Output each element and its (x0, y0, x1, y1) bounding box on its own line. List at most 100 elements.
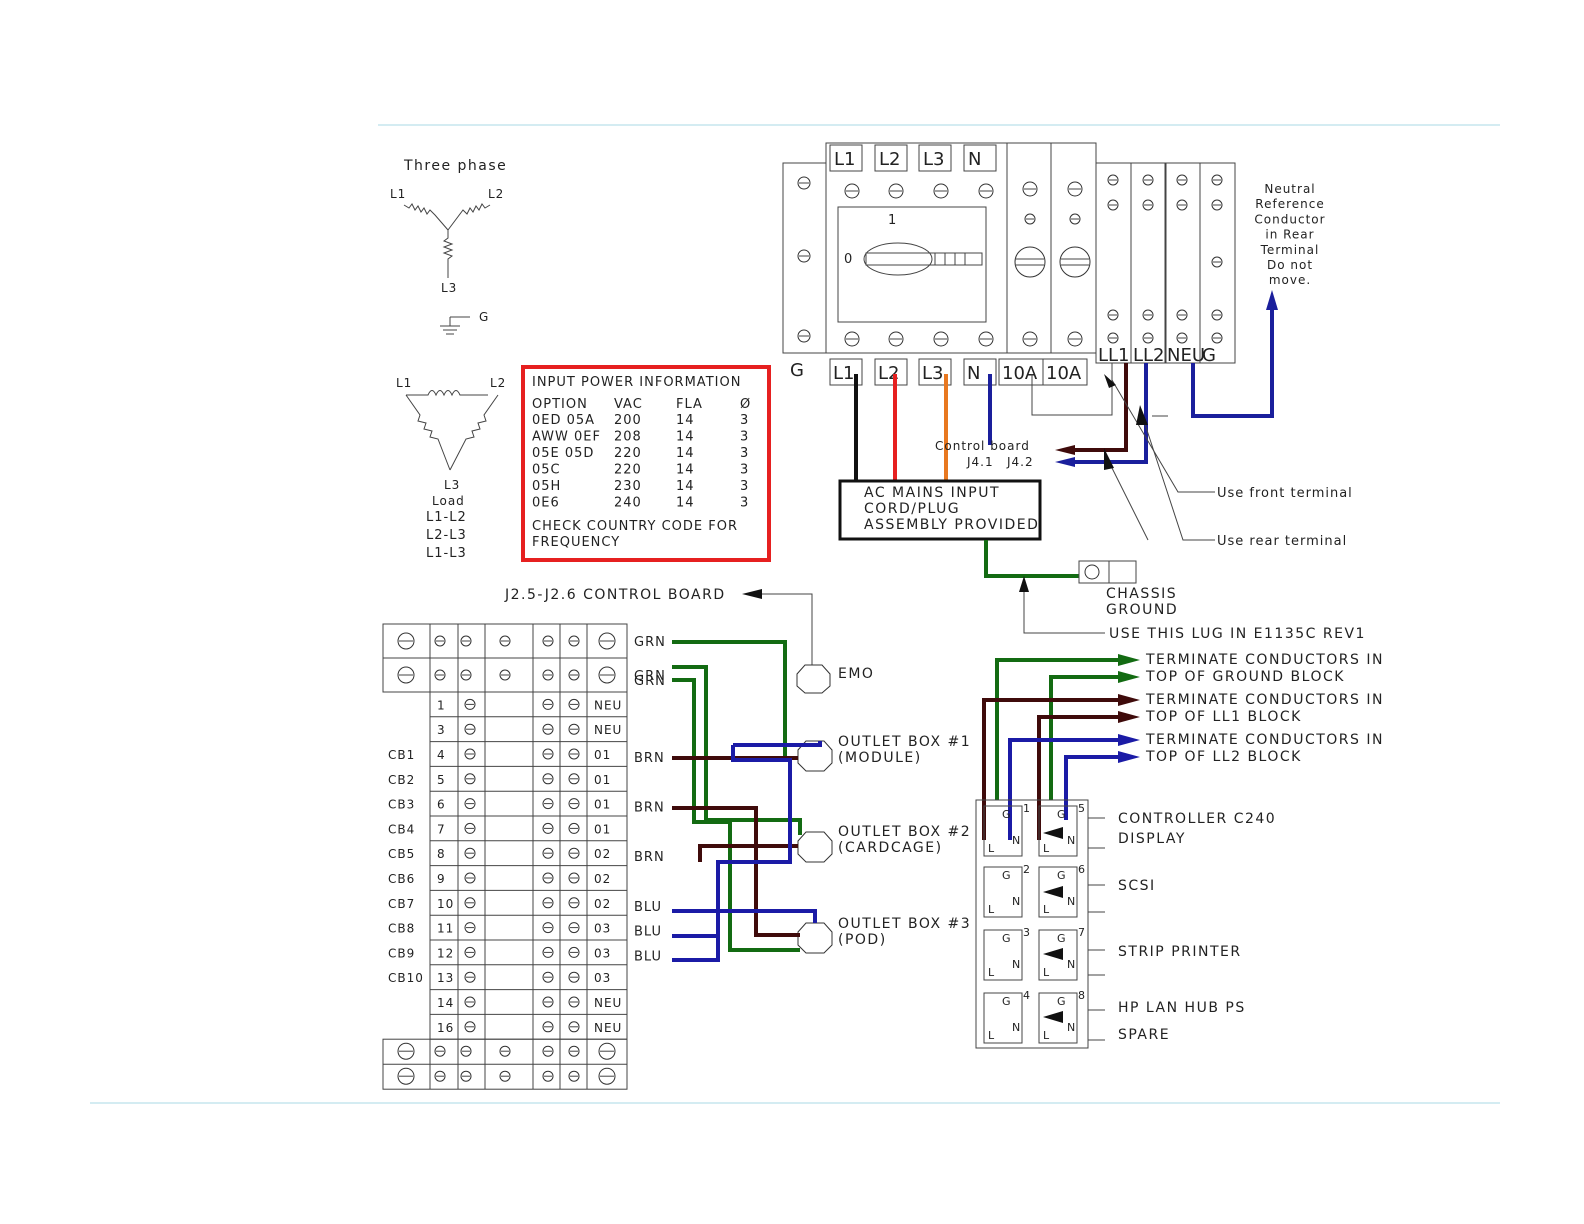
terminal-output: 01 (594, 773, 611, 787)
neutral-note-line: Neutral (1264, 182, 1315, 196)
delta-load-1: L1-L2 (426, 510, 467, 525)
power-info-cell: 14 (676, 413, 695, 428)
terminal-wire-label: BLU (634, 949, 662, 964)
pin-g: G (1057, 932, 1066, 945)
panel-device-label: DISPLAY (1118, 831, 1186, 847)
breaker-10a-1[interactable] (1014, 246, 1046, 278)
terminal-output: 01 (594, 748, 611, 762)
pin-n: N (1012, 834, 1020, 847)
neutral-block-label: LL1 (1098, 345, 1130, 366)
power-info-cell: 220 (614, 463, 642, 478)
bottom-label: 10A (1002, 363, 1038, 384)
rear-terminal-note: Use rear terminal (1217, 534, 1347, 549)
power-info-header-vac: VAC (614, 397, 643, 412)
outlet-receptacle[interactable] (1038, 929, 1078, 981)
outlet-receptacle[interactable] (1038, 866, 1078, 918)
terminal-wire-label: GRN (634, 635, 666, 650)
cb-label: CB3 (388, 798, 415, 812)
slot-number: 1 (1023, 802, 1030, 815)
terminal-output: NEU (594, 698, 622, 712)
g-plate-label: G (790, 360, 804, 381)
outlet-receptacle[interactable] (983, 805, 1023, 857)
terminate-note-ll2-1: TERMINATE CONDUCTORS IN (1145, 732, 1384, 748)
outlet-receptacle[interactable] (983, 992, 1023, 1044)
neutral-note-line: Reference (1255, 197, 1324, 211)
panel-device-label: STRIP PRINTER (1118, 944, 1242, 960)
power-info-note-1: CHECK COUNTRY CODE FOR (532, 519, 738, 534)
neutral-note-line: move. (1269, 273, 1311, 287)
control-board-label: Control board (935, 439, 1030, 453)
slot-number: 2 (1023, 863, 1030, 876)
power-info-cell: 3 (740, 446, 749, 461)
delta-load-2: L2-L3 (426, 528, 467, 543)
terminal-number: 11 (437, 922, 454, 936)
emo-switch[interactable] (796, 664, 831, 694)
ac-mains-line3: ASSEMBLY PROVIDED (864, 517, 1039, 533)
terminal-number: 16 (437, 1021, 454, 1035)
wye-g-label: G (479, 310, 489, 324)
terminate-note-ground-1: TERMINATE CONDUCTORS IN (1145, 652, 1384, 668)
neutral-block-label: G (1202, 345, 1216, 366)
pin-l: L (1043, 842, 1050, 855)
slot-number: 8 (1078, 989, 1085, 1002)
pin-l: L (988, 903, 995, 916)
pin-l: L (1043, 903, 1050, 916)
terminal-number: 3 (437, 723, 446, 737)
switch-off-label: 0 (844, 252, 853, 267)
outlet-receptacle[interactable] (983, 866, 1023, 918)
neutral-note-line: Do not (1267, 258, 1313, 272)
terminal-output: 03 (594, 971, 611, 985)
power-info-cell: 14 (676, 496, 695, 511)
delta-load-3: L1-L3 (426, 546, 467, 561)
ac-mains-box (838, 479, 1042, 541)
pin-g: G (1002, 808, 1011, 821)
power-info-cell: 14 (676, 430, 695, 445)
pin-g: G (1002, 869, 1011, 882)
outlet-receptacle[interactable] (1038, 992, 1078, 1044)
control-board-j41: J4.1 (966, 455, 994, 469)
switch-knob[interactable] (863, 242, 933, 276)
delta-load-label: Load (432, 494, 465, 508)
terminal-wire-label: GRN (634, 669, 666, 684)
terminal-wire-label: BLU (634, 900, 662, 915)
bottom-label: L3 (922, 363, 943, 384)
wye-schematic: Three phase L1 L2 L3 G (390, 158, 506, 335)
lug-note: USE THIS LUG IN E1135C REV1 (1109, 626, 1366, 642)
terminal-output: 02 (594, 847, 611, 861)
power-info-cell: 240 (614, 496, 642, 511)
pin-n: N (1067, 958, 1075, 971)
outlet-receptacle[interactable] (983, 929, 1023, 981)
ac-mains-line1: AC MAINS INPUT (864, 485, 1000, 501)
power-info-cell: AWW 0EF (532, 430, 601, 445)
terminal-number: 12 (437, 946, 454, 960)
power-info-cell: 0E6 (532, 496, 560, 511)
slot-number: 3 (1023, 926, 1030, 939)
breaker-10a-2[interactable] (1059, 246, 1091, 278)
power-info-cell: 230 (614, 479, 642, 494)
pin-n: N (1012, 958, 1020, 971)
power-info-title: INPUT POWER INFORMATION (532, 375, 741, 390)
pin-n: N (1067, 895, 1075, 908)
cb-label: CB5 (388, 847, 415, 861)
pin-g: G (1057, 808, 1066, 821)
power-info-cell: 3 (740, 496, 749, 511)
terminate-notes: TERMINATE CONDUCTORS IN TOP OF GROUND BL… (982, 652, 1384, 840)
slot-number: 4 (1023, 989, 1030, 1002)
slot-number: 5 (1078, 802, 1085, 815)
terminal-number: 10 (437, 897, 454, 911)
front-terminal-note: Use front terminal (1217, 486, 1353, 501)
power-info-border (521, 365, 771, 562)
power-info-header-option: OPTION (532, 397, 588, 412)
outlet-receptacle[interactable] (1038, 805, 1078, 857)
terminal-number: 5 (437, 773, 446, 787)
terminal-number: 6 (437, 798, 446, 812)
switch-handle[interactable] (865, 252, 983, 266)
terminal-wire-label: BRN (634, 850, 665, 865)
terminal-output: 03 (594, 946, 611, 960)
outlet-3-sub: (POD) (838, 932, 887, 948)
